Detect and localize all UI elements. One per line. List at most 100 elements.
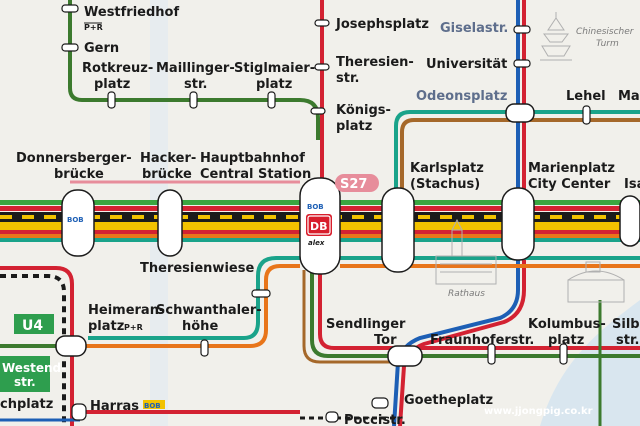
u4-badge-text: U4 bbox=[22, 318, 43, 334]
bob-badge-donnersberger: BOB bbox=[67, 216, 84, 224]
stop-koenigsplatz[interactable] bbox=[310, 107, 326, 115]
stop-theresienwiese[interactable] bbox=[251, 289, 271, 298]
label-donnersberger-2: brücke bbox=[54, 167, 104, 182]
watermark-text: www.jjongpig.co.kr bbox=[484, 406, 593, 417]
stop-stiglmaierplatz[interactable] bbox=[267, 91, 276, 109]
db-logo-inner bbox=[307, 215, 331, 235]
label-schwanthaler-2: höhe bbox=[182, 319, 218, 334]
db-logo-box bbox=[306, 214, 332, 236]
stop-theresienstr[interactable] bbox=[314, 63, 330, 71]
label-westfriedhof: Westfriedhof bbox=[84, 5, 179, 20]
chinesischer-label-1: Chinesischer bbox=[576, 27, 635, 37]
chinesischer-turm-icon bbox=[540, 12, 572, 61]
stop-giselastr[interactable] bbox=[513, 25, 531, 34]
bob-badge-donnersberger-bg bbox=[66, 215, 88, 223]
label-donnersberger-1: Donnersberger- bbox=[16, 151, 132, 166]
stop-marienplatz[interactable] bbox=[501, 187, 535, 261]
label-silber-partial-2: str. bbox=[616, 333, 639, 348]
label-hacker-1: Hacker- bbox=[140, 151, 196, 166]
stop-karlsplatz[interactable] bbox=[381, 187, 415, 273]
label-harras: Harras bbox=[90, 399, 139, 414]
label-marienplatz-1: Marienplatz bbox=[528, 161, 615, 176]
label-koenigsplatz-2: platz bbox=[336, 119, 372, 134]
s27-badge-text: S27 bbox=[340, 177, 367, 192]
label-giselastr: Giselastr. bbox=[440, 21, 508, 36]
label-lehel: Lehel bbox=[566, 89, 606, 104]
stop-kolumbusplatz[interactable] bbox=[559, 343, 568, 365]
westend-label-1: Westend- bbox=[2, 361, 66, 375]
stop-westfriedhof[interactable] bbox=[61, 4, 79, 13]
bob-badge-harras-bg bbox=[143, 400, 165, 409]
stop-josephsplatz[interactable] bbox=[314, 19, 330, 27]
label-hacker-2: brücke bbox=[142, 167, 192, 182]
rathaus-icon bbox=[435, 218, 497, 285]
label-rotkreuzplatz-2: platz bbox=[94, 77, 130, 92]
stop-poccistr[interactable] bbox=[325, 411, 339, 423]
stop-fraunhoferstr[interactable] bbox=[487, 343, 496, 365]
u4-teal-line bbox=[394, 110, 640, 190]
u7-brown-down bbox=[302, 270, 390, 364]
label-kolumbus-2: platz bbox=[548, 333, 584, 348]
rathaus-label: Rathaus bbox=[448, 289, 485, 299]
stop-hackerbruecke[interactable] bbox=[157, 189, 183, 257]
u4-badge-bg bbox=[14, 314, 54, 334]
stop-heimeranplatz[interactable] bbox=[55, 335, 87, 357]
label-sendlinger-2: Tor bbox=[374, 333, 397, 348]
label-stiglmaier-1: Stiglmaier- bbox=[234, 61, 315, 76]
stop-gern[interactable] bbox=[61, 43, 79, 52]
pr-badge-westfriedhof: P+R bbox=[84, 23, 103, 32]
stop-odeonsplatz[interactable] bbox=[505, 103, 535, 123]
label-universitaet: Universität bbox=[426, 57, 507, 72]
s-dashed-lower bbox=[0, 274, 66, 426]
label-kolumbus-1: Kolumbus- bbox=[528, 317, 606, 332]
label-karlsplatz-2: (Stachus) bbox=[410, 177, 480, 192]
westend-label-2: str. bbox=[14, 375, 36, 389]
label-sendlinger-1: Sendlinger bbox=[326, 317, 406, 332]
label-holzplatz-partial: chplatz bbox=[0, 397, 53, 412]
u2-red-down bbox=[318, 270, 640, 350]
stop-goetheplatz[interactable] bbox=[371, 397, 389, 409]
label-gern: Gern bbox=[84, 41, 119, 56]
db-logo-text: DB bbox=[310, 220, 328, 233]
u3-orange-line bbox=[80, 264, 300, 348]
label-maillinger-1: Maillinger- bbox=[156, 61, 235, 76]
bob-badge-hbf-bg bbox=[306, 202, 328, 210]
label-rotkreuzplatz-1: Rotkreuz- bbox=[82, 61, 153, 76]
bob-badge-hbf: BOB bbox=[307, 203, 324, 211]
stop-universitaet[interactable] bbox=[513, 59, 531, 68]
label-heimeran-2: platz bbox=[88, 319, 124, 334]
u5-teal-lower bbox=[88, 256, 300, 340]
label-hbf-1: Hauptbahnhof bbox=[200, 151, 305, 166]
label-odeonsplatz: Odeonsplatz bbox=[416, 89, 507, 104]
stop-lehel[interactable] bbox=[582, 105, 591, 125]
label-goetheplatz: Goetheplatz bbox=[404, 393, 493, 408]
label-karlsplatz-1: Karlsplatz bbox=[410, 161, 484, 176]
label-theresienwiese: Theresienwiese bbox=[140, 261, 254, 276]
stop-isartor[interactable] bbox=[619, 195, 640, 247]
u6-red-lower bbox=[0, 266, 74, 426]
label-stiglmaier-2: platz bbox=[256, 77, 292, 92]
stop-sendlinger-tor[interactable] bbox=[387, 345, 423, 367]
westend-box bbox=[0, 356, 50, 392]
chinesischer-label-2: Turm bbox=[596, 39, 619, 49]
isar-river-shade bbox=[540, 300, 640, 426]
stop-harras[interactable] bbox=[71, 403, 87, 421]
stop-rotkreuzplatz[interactable] bbox=[107, 91, 116, 109]
label-silber-partial-1: Silbe bbox=[612, 317, 640, 332]
alex-logo-text: alex bbox=[308, 239, 325, 247]
s27-badge-bg bbox=[335, 174, 379, 192]
label-hbf-2: Central Station bbox=[200, 167, 311, 182]
pr-badge-heimeran: P+R bbox=[124, 323, 143, 332]
stop-maillingerstr[interactable] bbox=[189, 91, 198, 109]
label-maillinger-2: str. bbox=[184, 77, 207, 92]
label-theresienstr-1: Theresien- bbox=[336, 55, 414, 70]
stop-schwanthalerhoehe[interactable] bbox=[200, 339, 209, 357]
label-max-partial: Ma bbox=[618, 89, 640, 104]
label-heimeran-1: Heimeran- bbox=[88, 303, 164, 318]
u5-brown-line bbox=[400, 118, 640, 190]
label-marienplatz-2: City Center bbox=[528, 177, 611, 192]
museum-icon bbox=[567, 261, 625, 303]
u1-green-down bbox=[310, 270, 640, 358]
label-schwanthaler-1: Schwanthaler- bbox=[156, 303, 262, 318]
